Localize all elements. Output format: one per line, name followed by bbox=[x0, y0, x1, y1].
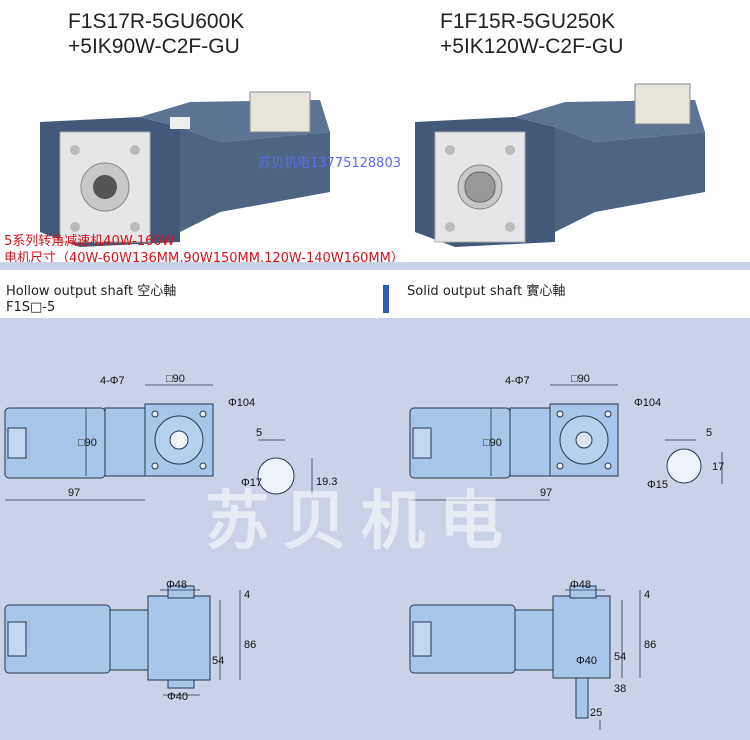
product-photos: F1S17R-5GU600K +5IK90W-C2F-GU F1F15R-5GU… bbox=[0, 0, 750, 266]
dim-bore-depth-left: 19.3 bbox=[316, 476, 337, 488]
hollow-section-code: F1S□-5 bbox=[6, 300, 56, 315]
dim-holes-right: 4-Φ7 bbox=[505, 375, 530, 387]
solid-shaft-detail bbox=[666, 448, 702, 484]
dim-square-right: □90 bbox=[571, 373, 590, 385]
dim-square-left: □90 bbox=[166, 373, 185, 385]
model-left-line2: +5IK90W-C2F-GU bbox=[68, 35, 240, 58]
dim-base-dia-left: Φ40 bbox=[167, 691, 188, 703]
dim-offset-left: 4 bbox=[244, 589, 250, 601]
watermark-big: 苏贝机电 bbox=[205, 485, 517, 559]
dim-bore-left: Φ17 bbox=[241, 477, 262, 489]
section-divider bbox=[383, 285, 389, 313]
dim-shaft-len-right: 38 bbox=[614, 683, 626, 695]
section-header-band bbox=[0, 270, 750, 318]
series-note: 5系列转角减速机40W-160W bbox=[4, 234, 175, 249]
dim-total-right: 86 bbox=[644, 639, 656, 651]
dim-offset-right: 4 bbox=[644, 589, 650, 601]
model-left-line1: F1S17R-5GU600K bbox=[68, 10, 245, 33]
dim-height-left: □90 bbox=[78, 437, 97, 449]
dim-shaft-ext-right: 25 bbox=[590, 707, 602, 719]
dim-cap-dia-right: Φ48 bbox=[570, 579, 591, 591]
dim-length-right: 97 bbox=[540, 487, 552, 499]
hollow-shaft-motor-photo bbox=[40, 91, 330, 247]
dim-holes-left: 4-Φ7 bbox=[100, 375, 125, 387]
dim-mid-right: 54 bbox=[614, 651, 626, 663]
dim-total-left: 86 bbox=[244, 639, 256, 651]
dim-height-right: □90 bbox=[483, 437, 502, 449]
dim-shaft-flat-right: 17 bbox=[712, 461, 724, 473]
model-right-line1: F1F15R-5GU250K bbox=[440, 10, 616, 33]
dim-flange-dia-left: Φ104 bbox=[228, 397, 255, 409]
watermark-phone: 苏贝机电13775128803 bbox=[258, 156, 401, 171]
dim-keyway-right: 5 bbox=[706, 427, 712, 439]
model-right-line2: +5IK120W-C2F-GU bbox=[440, 35, 624, 58]
dim-length-left: 97 bbox=[68, 487, 80, 499]
hollow-section-title: Hollow output shaft 空心軸 bbox=[6, 284, 177, 299]
dim-base-dia-right: Φ40 bbox=[576, 655, 597, 667]
dim-keyway-left: 5 bbox=[256, 427, 262, 439]
dim-cap-dia-left: Φ48 bbox=[166, 579, 187, 591]
hollow-bore-detail bbox=[257, 457, 295, 495]
solid-shaft-motor-photo bbox=[415, 83, 705, 247]
solid-section-title: Solid output shaft 實心軸 bbox=[407, 284, 566, 299]
dim-mid-left: 54 bbox=[212, 655, 224, 667]
dim-shaft-dia-right: Φ15 bbox=[647, 479, 668, 491]
dim-flange-dia-right: Φ104 bbox=[634, 397, 661, 409]
